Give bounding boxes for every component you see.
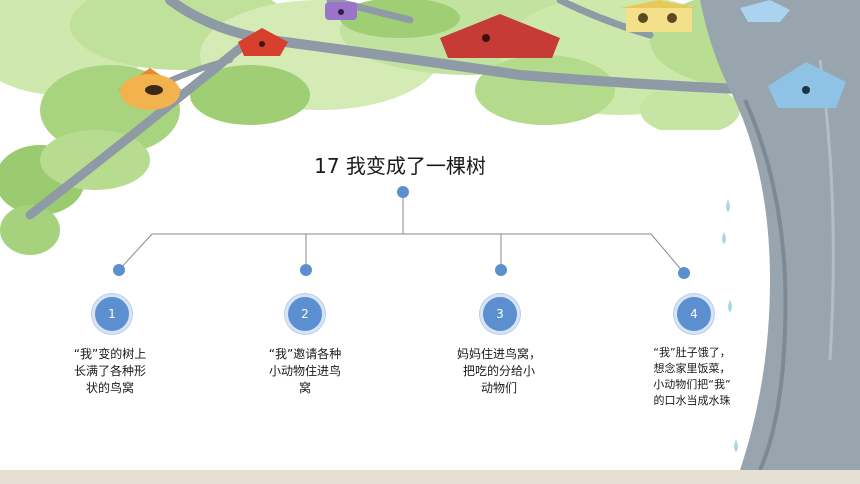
water-drops <box>722 200 738 452</box>
node-1-line-3: 状的鸟窝 <box>85 381 134 395</box>
birdhouse-blue <box>768 62 846 108</box>
birdhouse-lightblue <box>740 0 790 22</box>
branch-line-4 <box>650 233 685 274</box>
content-panel <box>160 130 760 470</box>
node-4-line-1: “我”肚子饿了， <box>653 346 731 359</box>
node-1-line-2: 长满了各种形 <box>73 364 146 378</box>
birdhouse-purple <box>325 2 357 20</box>
branch-dot-1 <box>113 264 125 276</box>
birdhouse-crimson <box>440 14 560 58</box>
diagram-title: 17 我变成了一棵树 <box>314 154 486 178</box>
node-3-line-3: 动物们 <box>480 381 517 395</box>
ground <box>0 470 860 484</box>
node-text-1: “我”变的树上 长满了各种形 状的鸟窝 <box>50 346 170 397</box>
birdhouse-yellow <box>620 0 698 32</box>
birdhouse-orange <box>118 68 182 110</box>
node-2-line-2: 小动物住进鸟 <box>268 364 341 378</box>
node-3-line-1: 妈妈住进鸟窝， <box>456 347 541 361</box>
root-dot <box>397 186 409 198</box>
branch-dot-4 <box>678 267 690 279</box>
branch-line-1 <box>118 233 153 271</box>
node-4-line-3: 小动物们把“我” <box>653 378 731 391</box>
node-text-4: “我”肚子饿了， 想念家里饭菜， 小动物们把“我” 的口水当成水珠 <box>632 345 752 409</box>
node-2-line-3: 窝 <box>298 381 311 395</box>
node-3-line-2: 把吃的分给小 <box>462 364 535 378</box>
node-number-1: 1 <box>92 294 132 334</box>
node-1-line-1: “我”变的树上 <box>73 347 147 361</box>
node-text-2: “我”邀请各种 小动物住进鸟 窝 <box>245 346 365 397</box>
branch-dot-2 <box>300 264 312 276</box>
node-number-4: 4 <box>674 294 714 334</box>
birdhouse-red <box>238 28 288 56</box>
branch-dot-3 <box>495 264 507 276</box>
node-4-line-2: 想念家里饭菜， <box>653 362 731 375</box>
node-text-3: 妈妈住进鸟窝， 把吃的分给小 动物们 <box>439 346 559 397</box>
node-number-3: 3 <box>480 294 520 334</box>
node-2-line-1: “我”邀请各种 <box>268 347 342 361</box>
node-4-line-4: 的口水当成水珠 <box>653 394 731 407</box>
node-number-2: 2 <box>285 294 325 334</box>
